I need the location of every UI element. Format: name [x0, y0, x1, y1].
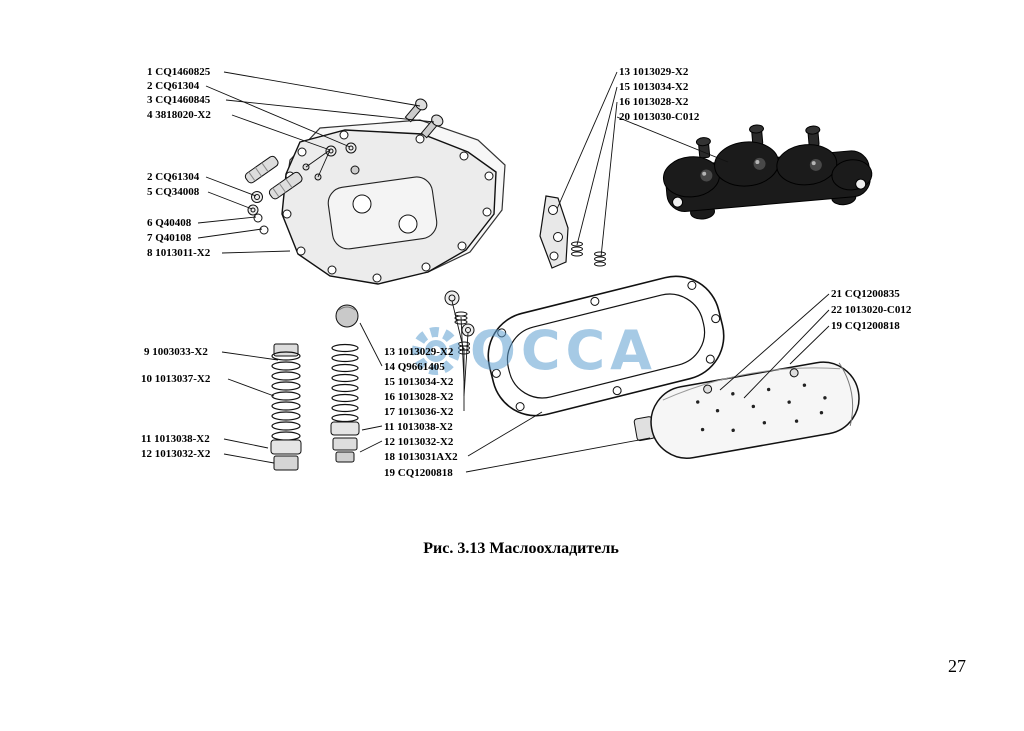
callout-label: 21 CQ1200835 — [831, 288, 900, 300]
callout-label: 7 Q40108 — [147, 232, 192, 244]
callout-label: 16 1013028-X2 — [619, 96, 689, 108]
leader-lines — [197, 71, 830, 473]
callout-label: 14 Q9661405 — [384, 361, 445, 373]
callout-label: 12 1013032-X2 — [141, 448, 211, 460]
page-number: 27 — [948, 656, 966, 676]
callout-label: 11 1013038-X2 — [384, 421, 453, 433]
callout-label: 5 CQ34008 — [147, 186, 200, 198]
spring-assembly-1-drawing — [270, 343, 302, 471]
gasket-drawing — [487, 275, 725, 417]
callout-label: 4 3818020-X2 — [147, 109, 211, 121]
callout-label: 19 CQ1200818 — [384, 467, 453, 479]
spring-assembly-2-drawing — [330, 304, 360, 463]
stud-drawing — [244, 155, 303, 235]
oil-cooler-core-drawing — [633, 361, 860, 459]
callout-label: 6 Q40408 — [147, 217, 192, 229]
callout-label: 18 1013031AX2 — [384, 451, 458, 463]
callout-label: 10 1013037-X2 — [141, 373, 211, 385]
callout-label: 12 1013032-X2 — [384, 436, 454, 448]
callout-label: 2 CQ61304 — [147, 80, 200, 92]
callout-label: 22 1013020-C012 — [831, 304, 912, 316]
callout-label: 20 1013030-C012 — [619, 111, 700, 123]
callout-label: 15 1013034-X2 — [384, 376, 454, 388]
callout-label: 13 1013029-X2 — [619, 66, 689, 78]
callout-label: 16 1013028-X2 — [384, 391, 454, 403]
cover-plate-drawing — [281, 129, 497, 285]
callout-label: 17 1013036-X2 — [384, 406, 454, 418]
bracket-drawing — [539, 195, 606, 269]
callout-label: 8 1013011-X2 — [147, 247, 211, 259]
washer-spring-drawing — [444, 290, 475, 355]
figure-caption: Рис. 3.13 Маслоохладитель — [423, 540, 619, 557]
callout-label: 9 1003033-X2 — [144, 346, 208, 358]
callout-label: 13 1013029-X2 — [384, 346, 454, 358]
callout-label: 15 1013034-X2 — [619, 81, 689, 93]
callout-label: 2 CQ61304 — [147, 171, 200, 183]
callout-label: 1 CQ1460825 — [147, 66, 211, 78]
callout-label: 3 CQ1460845 — [147, 94, 211, 106]
callout-label: 19 CQ1200818 — [831, 320, 900, 332]
manifold-drawing — [662, 124, 873, 220]
callout-label: 11 1013038-X2 — [141, 433, 210, 445]
